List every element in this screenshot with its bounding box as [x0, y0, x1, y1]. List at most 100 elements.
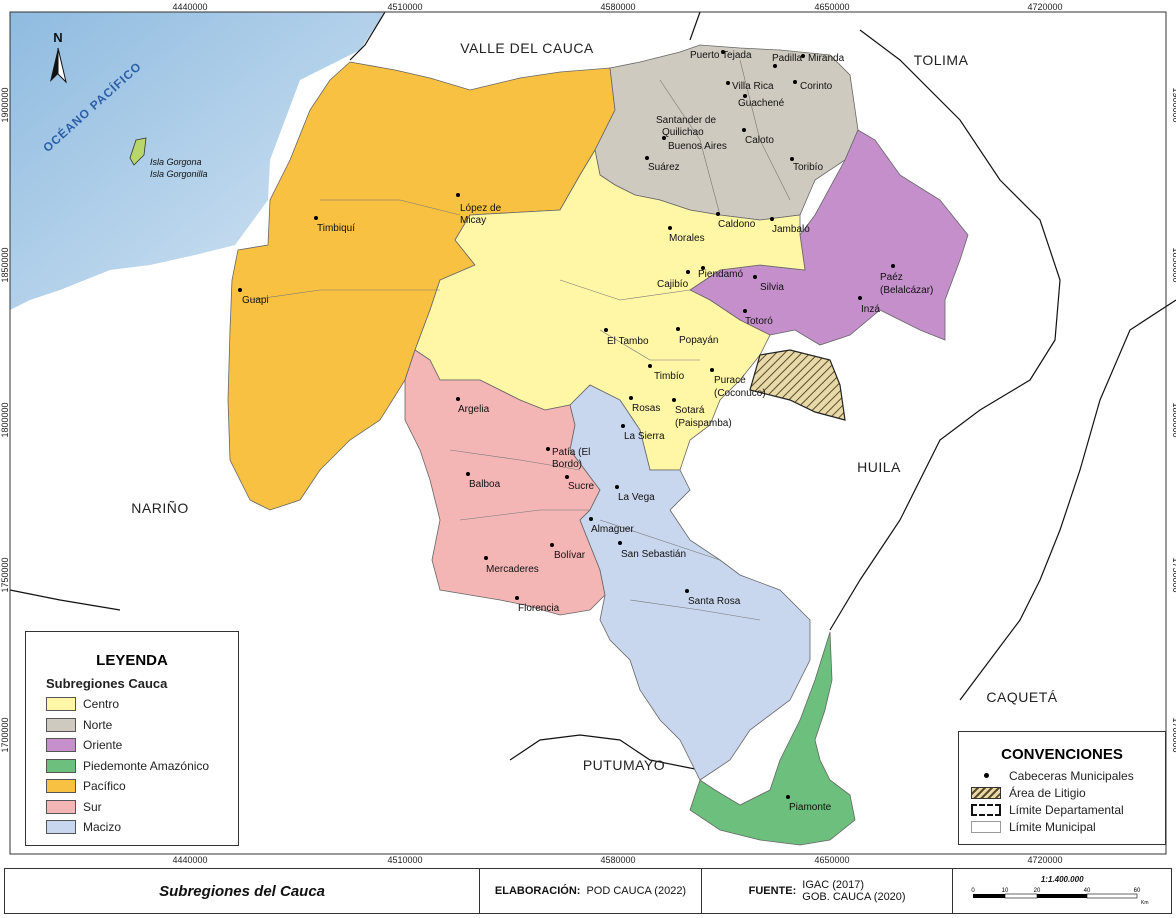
town-dot-icon — [971, 770, 1001, 782]
town-puerto-tejada: Puerto Tejada — [690, 50, 752, 61]
svg-text:Timbiquí: Timbiquí — [317, 223, 355, 234]
town-bolivar: Bolívar — [550, 543, 586, 561]
town-paez: Paéz(Belalcázar) — [880, 264, 933, 296]
svg-text:Silvia: Silvia — [760, 282, 784, 293]
town-balboa: Balboa — [466, 472, 501, 490]
town-guachene: Guachené — [738, 94, 785, 109]
town-padilla: Padilla — [772, 53, 802, 68]
region-centro — [414, 148, 806, 471]
svg-text:Jambaló: Jambaló — [772, 224, 810, 235]
town-sotara: Sotará(Paispamba) — [672, 398, 732, 429]
svg-text:Caldono: Caldono — [718, 219, 756, 230]
grid-x-label: 4440000 — [172, 855, 207, 865]
svg-text:La Sierra: La Sierra — [624, 431, 665, 442]
svg-text:Suárez: Suárez — [648, 162, 680, 173]
legend-item-piedemonte: Piedemonte Amazónico — [46, 756, 238, 777]
swatch-centro — [46, 697, 76, 712]
svg-text:Cajibío: Cajibío — [657, 279, 689, 290]
legend-item-oriente: Oriente — [46, 735, 238, 756]
footer-fuente-cell: FUENTE: IGAC (2017) GOB. CAUCA (2020) — [702, 869, 954, 913]
svg-text:Argelia: Argelia — [458, 404, 490, 415]
town-san-sebastian: San Sebastián — [618, 541, 686, 560]
svg-text:Corinto: Corinto — [800, 81, 833, 92]
svg-text:Piamonte: Piamonte — [789, 802, 832, 813]
svg-text:(Belalcázar): (Belalcázar) — [880, 285, 933, 296]
town-toribio: Toribío — [790, 157, 823, 173]
dept-label-narino: NARIÑO — [131, 500, 188, 516]
town-purace: Puracé(Coconuco) — [710, 368, 766, 399]
grid-x-label: 4650000 — [814, 2, 849, 12]
grid-y-labels-right: 1900000 1850000 1800000 1750000 1700000 — [1171, 87, 1176, 752]
swatch-sur — [46, 799, 76, 814]
svg-text:Toribío: Toribío — [793, 162, 823, 173]
conv-item-departamental: Límite Departamental — [971, 801, 1165, 818]
grid-x-label: 4650000 — [814, 855, 849, 865]
svg-text:Timbío: Timbío — [654, 371, 685, 382]
fuente-value-2: GOB. CAUCA (2020) — [802, 891, 906, 903]
legend-item-norte: Norte — [46, 715, 238, 736]
svg-text:Balboa: Balboa — [469, 479, 501, 490]
svg-text:Caloto: Caloto — [745, 135, 774, 146]
elaboracion-value: POD CAUCA (2022) — [586, 885, 687, 897]
fuente-value-1: IGAC (2017) — [802, 879, 865, 891]
dept-label-huila: HUILA — [857, 459, 901, 475]
footer-title-cell: Subregiones del Cauca — [5, 869, 481, 913]
swatch-norte — [46, 717, 76, 732]
map-border — [9, 11, 1167, 855]
department-labels: VALLE DEL CAUCA TOLIMA HUILA NARIÑO CAQU… — [131, 40, 1057, 773]
grid-x-labels-bottom: 4440000 4510000 4580000 4650000 4720000 — [172, 855, 1062, 865]
town-cajibio: Cajibío — [657, 270, 690, 290]
grid-y-label: 1800000 — [0, 402, 10, 437]
svg-text:La Vega: La Vega — [618, 492, 655, 503]
town-santa-rosa: Santa Rosa — [685, 589, 741, 607]
municipal-boundary-icon — [971, 820, 1001, 833]
town-timbiqui: Timbiquí — [314, 216, 355, 234]
town-silvia: Silvia — [753, 275, 784, 293]
conv-item-litigio: Área de Litigio — [971, 784, 1165, 801]
grid-y-label: 1850000 — [0, 247, 10, 282]
town-la-vega: La Vega — [615, 485, 655, 503]
dept-label-tolima: TOLIMA — [914, 52, 969, 68]
grid-x-label: 4440000 — [172, 2, 207, 12]
conventions-title: CONVENCIONES — [1001, 746, 1123, 763]
legend-title: LEYENDA — [96, 652, 168, 669]
grid-y-label: 1850000 — [1171, 247, 1176, 282]
north-label: N — [53, 30, 62, 45]
legend-item-macizo: Macizo — [46, 817, 238, 838]
svg-text:Totoró: Totoró — [745, 316, 773, 327]
scale-tick: 10 — [1002, 888, 1009, 894]
town-la-sierra: La Sierra — [621, 424, 665, 442]
town-suarez: Suárez — [645, 156, 680, 173]
legend-item-centro: Centro — [46, 694, 238, 715]
scale-tick: 0 — [972, 888, 976, 894]
island-label-gorgona: Isla Gorgona — [150, 157, 202, 167]
fuente-values: IGAC (2017) GOB. CAUCA (2020) — [802, 879, 905, 903]
town-piamonte: Piamonte — [786, 795, 832, 813]
svg-text:Sucre: Sucre — [568, 481, 595, 492]
scale-tick: 60 — [1134, 888, 1141, 894]
svg-text:Puracé: Puracé — [714, 375, 746, 386]
town-argelia: Argelia — [456, 397, 490, 415]
town-totoro: Totoró — [743, 309, 773, 327]
north-arrow-icon: N — [50, 30, 67, 84]
swatch-oriente — [46, 738, 76, 753]
department-boundaries — [9, 11, 1176, 771]
svg-text:Buenos Aires: Buenos Aires — [668, 141, 727, 152]
svg-text:Santa Rosa: Santa Rosa — [688, 596, 741, 607]
legend-item-pacifico: Pacífico — [46, 776, 238, 797]
town-popayan: Popayán — [676, 327, 718, 346]
scale-unit: Km — [1141, 900, 1149, 906]
footer-elaboracion-cell: ELABORACIÓN: POD CAUCA (2022) — [480, 869, 702, 913]
svg-text:Florencia: Florencia — [518, 603, 560, 614]
grid-y-label: 1800000 — [1171, 402, 1176, 437]
svg-text:Rosas: Rosas — [632, 403, 660, 414]
town-piendamo: Piendamó — [698, 266, 743, 280]
legend-label: Macizo — [83, 820, 122, 835]
grid-y-label: 1900000 — [0, 87, 10, 122]
svg-text:Micay: Micay — [460, 215, 486, 226]
ocean-area — [10, 12, 385, 310]
